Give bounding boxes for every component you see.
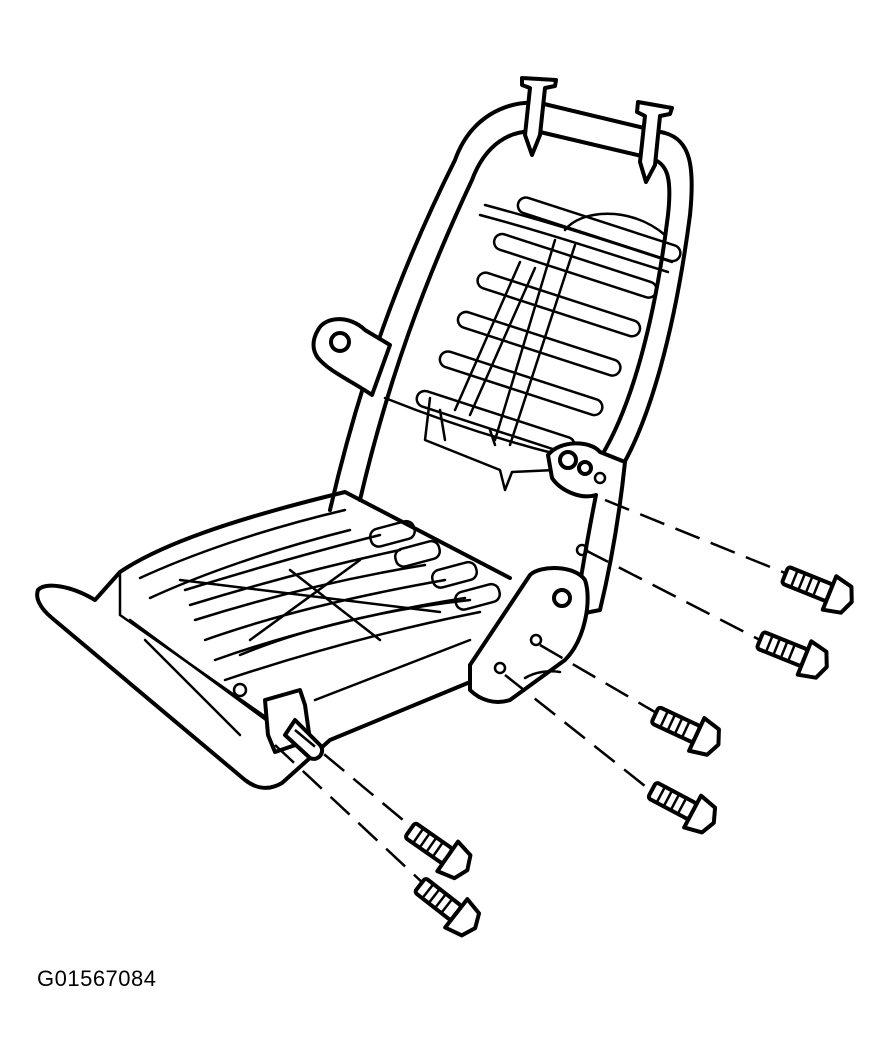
figure-id-label: G01567084 xyxy=(37,966,157,991)
bolt-icon xyxy=(755,630,829,680)
bolt-icon xyxy=(650,705,721,757)
lower-recliner-bracket xyxy=(468,566,590,704)
seat-springs xyxy=(178,533,482,682)
front-bracket xyxy=(232,682,325,761)
alignment-lines xyxy=(274,498,791,886)
coil-springs xyxy=(368,519,501,611)
headrest-guide-left xyxy=(520,76,558,157)
back-support-straps xyxy=(415,196,682,492)
seat-back-frame xyxy=(328,100,694,512)
bolt-icon xyxy=(780,565,854,615)
bolt-icon xyxy=(646,781,718,835)
bolt-icon xyxy=(413,877,482,938)
headrest-guide-right xyxy=(635,100,674,184)
left-back-bracket xyxy=(311,317,392,397)
right-recliner-plate xyxy=(546,441,627,617)
bolt-icon xyxy=(404,821,473,881)
